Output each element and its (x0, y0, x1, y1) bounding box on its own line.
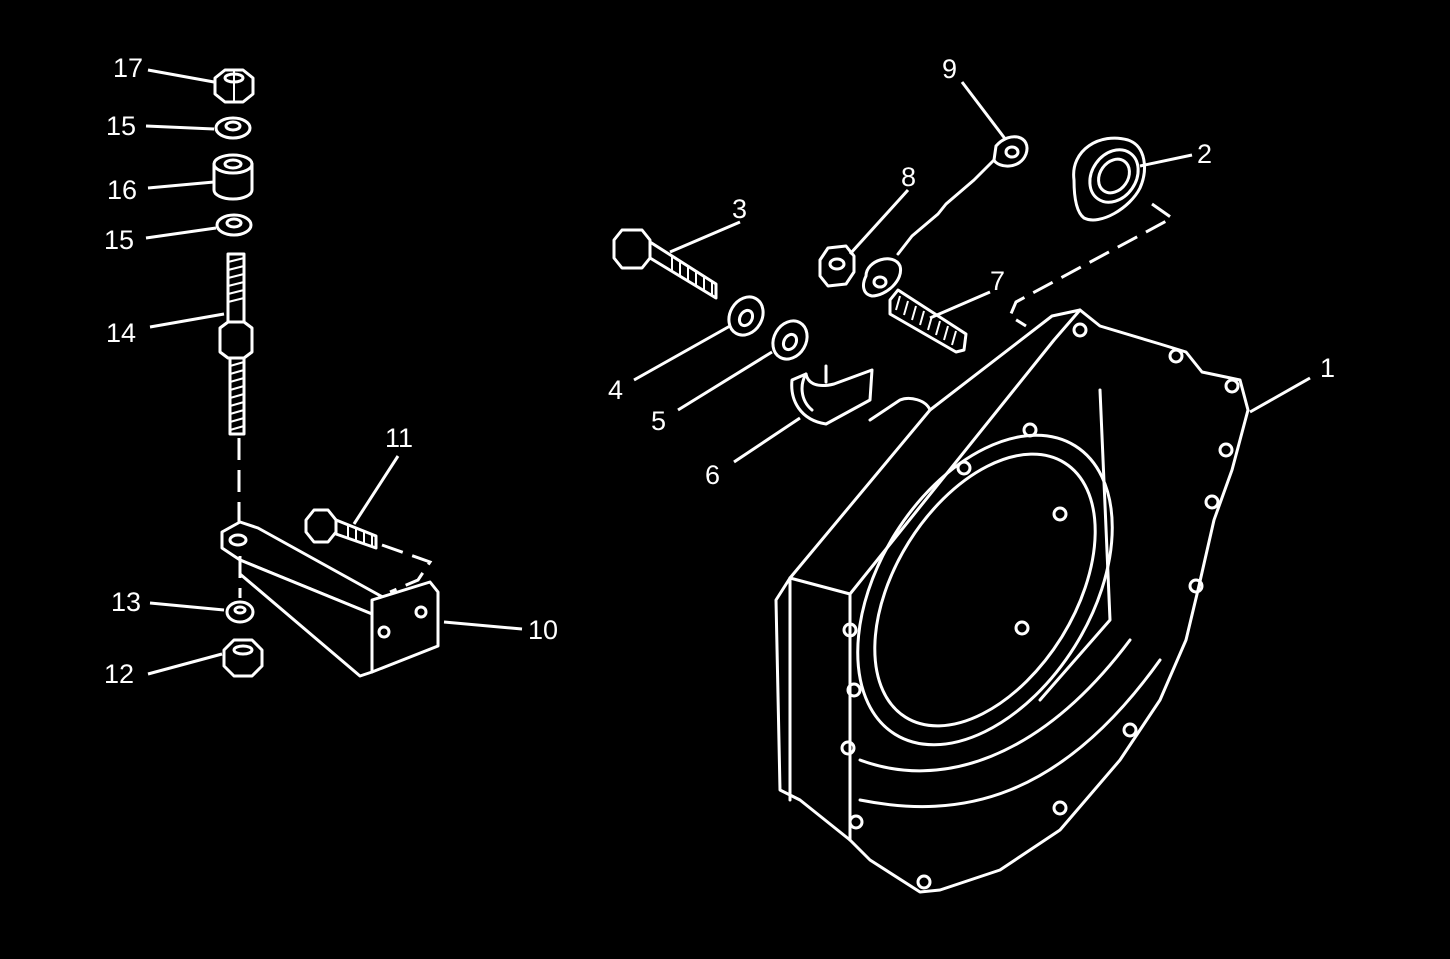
callout-16: 16 (107, 175, 137, 205)
part-14-stud (218, 252, 254, 436)
leader-lines (145, 68, 1311, 676)
seal-alignment-line (1008, 202, 1175, 328)
callout-15-upper: 15 (106, 111, 136, 141)
part-16-spacer (212, 153, 254, 201)
callout-15-lower: 15 (104, 225, 134, 255)
part-6-clip (790, 364, 874, 426)
part-15-lower-washer (215, 213, 253, 237)
part-13-washer (225, 600, 255, 624)
callout-12: 12 (104, 659, 134, 689)
part-2-seal (1072, 136, 1146, 222)
callout-8: 8 (901, 162, 916, 192)
part-11-bolt (304, 508, 378, 550)
callout-1: 1 (1320, 353, 1335, 383)
part-7-stud (888, 288, 968, 354)
part-5-washer (771, 319, 809, 361)
part-3-bolt (612, 228, 718, 300)
callout-2: 2 (1197, 139, 1212, 169)
callout-17: 17 (113, 53, 143, 83)
part-8-nut (818, 244, 856, 288)
part-12-nut (222, 638, 264, 678)
callout-14: 14 (106, 318, 136, 348)
part-4-washer (727, 295, 765, 337)
callout-13: 13 (111, 587, 141, 617)
callout-10: 10 (528, 615, 558, 645)
callout-5: 5 (651, 406, 666, 436)
callout-9: 9 (942, 54, 957, 84)
part-17-nut (213, 68, 255, 104)
part-9-cable (862, 135, 1029, 298)
callout-7: 7 (990, 266, 1005, 296)
part-15-upper-washer (214, 116, 252, 140)
callout-3: 3 (732, 194, 747, 224)
part-1-housing (774, 308, 1250, 894)
callout-6: 6 (705, 460, 720, 490)
callout-4: 4 (608, 375, 623, 405)
callout-11: 11 (385, 423, 413, 453)
part-10-bracket (220, 520, 440, 678)
